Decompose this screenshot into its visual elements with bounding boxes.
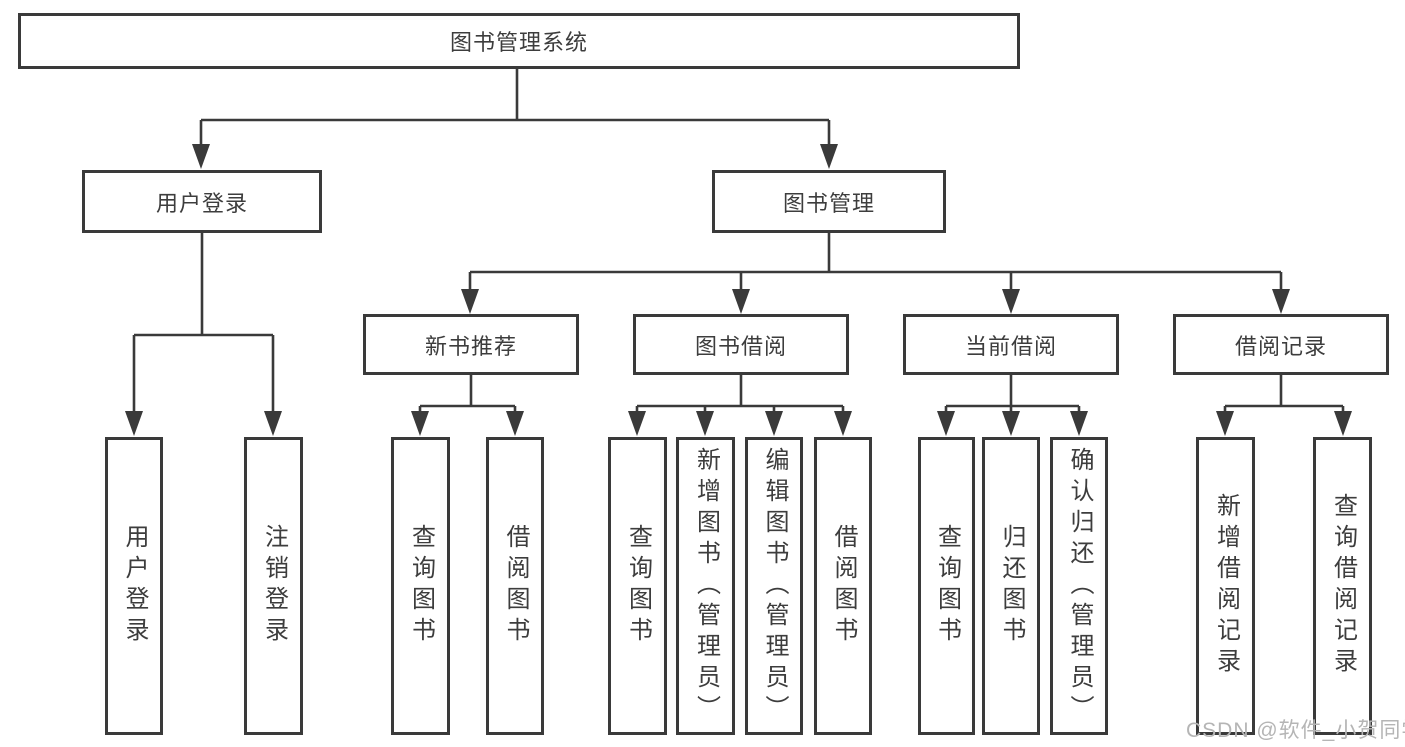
- arrowhead-icons: [125, 144, 1352, 436]
- node-borrow-record-label: 借阅记录: [1234, 333, 1327, 359]
- node-user-login-label: 用户登录: [155, 190, 248, 216]
- node-current-borrow-label: 当前借阅: [964, 333, 1057, 359]
- node-book-borrow-label: 图书借阅: [694, 333, 787, 359]
- leaf-borrow-book-recommend: 借阅图书: [486, 437, 544, 735]
- node-root-label: 图书管理系统: [449, 30, 588, 55]
- node-root: 图书管理系统: [18, 13, 1020, 69]
- leaf-borrow-book-label: 借阅图书: [830, 524, 857, 648]
- leaf-user-login: 用户登录: [105, 437, 163, 735]
- node-book-management-label: 图书管理: [782, 190, 875, 216]
- leaf-return-book: 归还图书: [982, 437, 1040, 735]
- node-borrow-record: 借阅记录: [1173, 314, 1389, 375]
- leaf-confirm-return-admin: 确认归还（管理员）: [1050, 437, 1108, 735]
- leaf-return-book-label: 归还图书: [998, 524, 1025, 648]
- leaf-query-borrow-record: 查询借阅记录: [1313, 437, 1372, 735]
- node-new-book-recommend: 新书推荐: [363, 314, 579, 375]
- node-current-borrow: 当前借阅: [903, 314, 1119, 375]
- leaf-add-book-admin: 新增图书（管理员）: [676, 437, 735, 735]
- leaf-add-borrow-record-label: 新增借阅记录: [1212, 493, 1240, 679]
- leaf-query-book-current: 查询图书: [918, 437, 975, 735]
- leaf-borrow-book-recommend-label: 借阅图书: [502, 524, 529, 648]
- leaf-query-book-current-label: 查询图书: [933, 524, 961, 648]
- leaf-logout-label: 注销登录: [260, 524, 288, 648]
- leaf-borrow-book: 借阅图书: [814, 437, 872, 735]
- leaf-edit-book-admin: 编辑图书（管理员）: [745, 437, 803, 735]
- leaf-query-book-recommend: 查询图书: [391, 437, 450, 735]
- leaf-add-book-admin-label: 新增图书（管理员）: [692, 446, 720, 726]
- leaf-confirm-return-admin-label: 确认归还（管理员）: [1066, 446, 1093, 726]
- leaf-query-borrow-record-label: 查询借阅记录: [1329, 493, 1357, 679]
- leaf-query-book-recommend-label: 查询图书: [407, 524, 435, 648]
- leaf-user-login-label: 用户登录: [121, 524, 148, 648]
- leaf-edit-book-admin-label: 编辑图书（管理员）: [761, 446, 788, 726]
- leaf-add-borrow-record: 新增借阅记录: [1196, 437, 1255, 735]
- node-user-login: 用户登录: [82, 170, 322, 233]
- node-book-borrow: 图书借阅: [633, 314, 849, 375]
- node-new-book-recommend-label: 新书推荐: [424, 333, 517, 359]
- leaf-logout: 注销登录: [244, 437, 303, 735]
- leaf-query-book-borrow: 查询图书: [608, 437, 667, 735]
- node-book-management: 图书管理: [712, 170, 946, 233]
- watermark: CSDN @软件_小贺同学: [1186, 719, 1405, 742]
- leaf-query-book-borrow-label: 查询图书: [624, 524, 652, 648]
